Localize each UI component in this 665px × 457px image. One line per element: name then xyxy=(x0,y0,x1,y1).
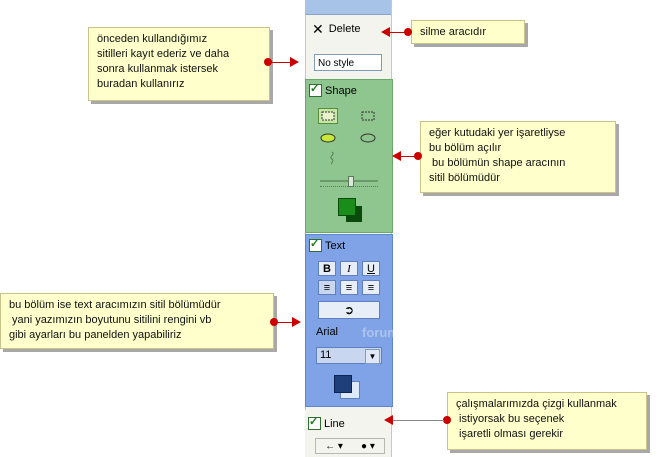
arrow-line xyxy=(276,322,292,323)
chevron-down-icon[interactable]: ▼ xyxy=(365,349,380,364)
rect-filled-button[interactable] xyxy=(318,108,338,124)
underline-button[interactable]: U xyxy=(362,261,380,276)
chevron-down-icon: ▾ xyxy=(335,440,343,452)
ellipse-filled-icon xyxy=(320,133,336,143)
line-label: Line xyxy=(324,417,345,430)
fill-color-swatch[interactable] xyxy=(338,198,356,216)
text-color-swatch[interactable] xyxy=(334,375,352,393)
arrow-head xyxy=(384,415,393,425)
align-right-icon: ≡ xyxy=(367,281,375,294)
close-icon: ✕ xyxy=(312,21,324,37)
style-select[interactable]: No style xyxy=(314,54,382,71)
delete-label: Delete xyxy=(328,23,361,35)
text-label: Text xyxy=(325,239,346,252)
arrow-line xyxy=(389,32,405,33)
rectangle-outline-icon xyxy=(361,111,375,121)
ellipse-filled-button[interactable] xyxy=(318,130,338,146)
note-line: çalışmalarımızda çizgi kullanmak istiyor… xyxy=(447,392,647,450)
italic-button[interactable]: I xyxy=(340,261,358,276)
chevron-down-icon: ▾ xyxy=(367,440,375,452)
endpoint-style-dropdown[interactable]: ● ▾ xyxy=(361,441,375,452)
slider-ticks xyxy=(320,186,378,188)
line-width-slider[interactable] xyxy=(320,176,378,188)
font-size-select[interactable]: 11 ▼ xyxy=(316,347,382,364)
text-format-button[interactable]: ➲ xyxy=(318,301,380,319)
color-swatch-pair[interactable] xyxy=(338,198,364,224)
delete-button[interactable]: ✕ Delete xyxy=(312,18,382,40)
align-right-button[interactable]: ≡ xyxy=(362,280,380,295)
rectangle-filled-icon xyxy=(321,111,335,121)
panel-title-bar xyxy=(305,0,391,15)
shape-toggle[interactable]: Shape xyxy=(309,82,357,97)
ellipse-outline-icon xyxy=(360,133,376,143)
arrow-dot xyxy=(443,416,451,424)
watermark: forumalder xyxy=(362,325,430,340)
arrow-dot xyxy=(264,58,272,66)
arrow-dot xyxy=(414,152,422,160)
shape-checkbox[interactable] xyxy=(309,82,322,97)
arrow-head xyxy=(292,317,301,327)
arrow-head xyxy=(392,151,401,161)
arrow-head xyxy=(381,27,390,37)
align-center-button[interactable]: ≡ xyxy=(340,280,358,295)
text-section: Text B I U ≡ ≡ ≡ ➲ Arial 11 ▼ forumalder xyxy=(305,234,430,407)
align-left-button[interactable]: ≡ xyxy=(318,280,336,295)
arrow-left-icon: ← xyxy=(325,440,336,452)
text-color-swatch-pair[interactable] xyxy=(332,375,368,399)
text-format-icon: ➲ xyxy=(343,303,355,317)
bold-button[interactable]: B xyxy=(318,261,336,276)
arrow-style-dropdown[interactable]: ← ▾ xyxy=(325,441,343,452)
line-style-toolbar: ← ▾ ● ▾ xyxy=(315,438,385,454)
shape-label: Shape xyxy=(325,84,357,97)
note-shape: eğer kutudaki yer işaretliyse bu bölüm a… xyxy=(420,121,616,193)
arrow-line xyxy=(400,156,416,157)
note-styles: önceden kullandığımız sitilleri kayıt ed… xyxy=(88,27,270,101)
arrow-line xyxy=(392,420,444,421)
text-checkbox[interactable] xyxy=(309,237,322,252)
note-delete: silme aracıdır xyxy=(411,20,525,44)
line-checkbox[interactable] xyxy=(308,415,321,430)
note-text: bu bölüm ise text aracımızın sitil bölüm… xyxy=(0,293,274,349)
shape-section: Shape xyxy=(305,79,393,233)
text-toggle[interactable]: Text xyxy=(309,237,346,252)
freeform-icon xyxy=(330,151,334,165)
align-center-icon: ≡ xyxy=(345,281,353,294)
arrow-line xyxy=(270,62,290,63)
freeform-button[interactable] xyxy=(322,150,342,166)
dot-icon: ● xyxy=(361,440,368,452)
font-name[interactable]: Arial xyxy=(316,326,339,338)
font-size-value: 11 xyxy=(320,349,332,361)
arrow-dot xyxy=(270,318,278,326)
line-toggle[interactable]: Line xyxy=(308,415,345,430)
arrow-head xyxy=(290,57,299,67)
ellipse-outline-button[interactable] xyxy=(358,130,378,146)
rect-outline-button[interactable] xyxy=(358,108,378,124)
align-left-icon: ≡ xyxy=(323,281,331,294)
arrow-dot xyxy=(404,28,412,36)
line-section: Line ← ▾ ● ▾ xyxy=(305,410,391,457)
